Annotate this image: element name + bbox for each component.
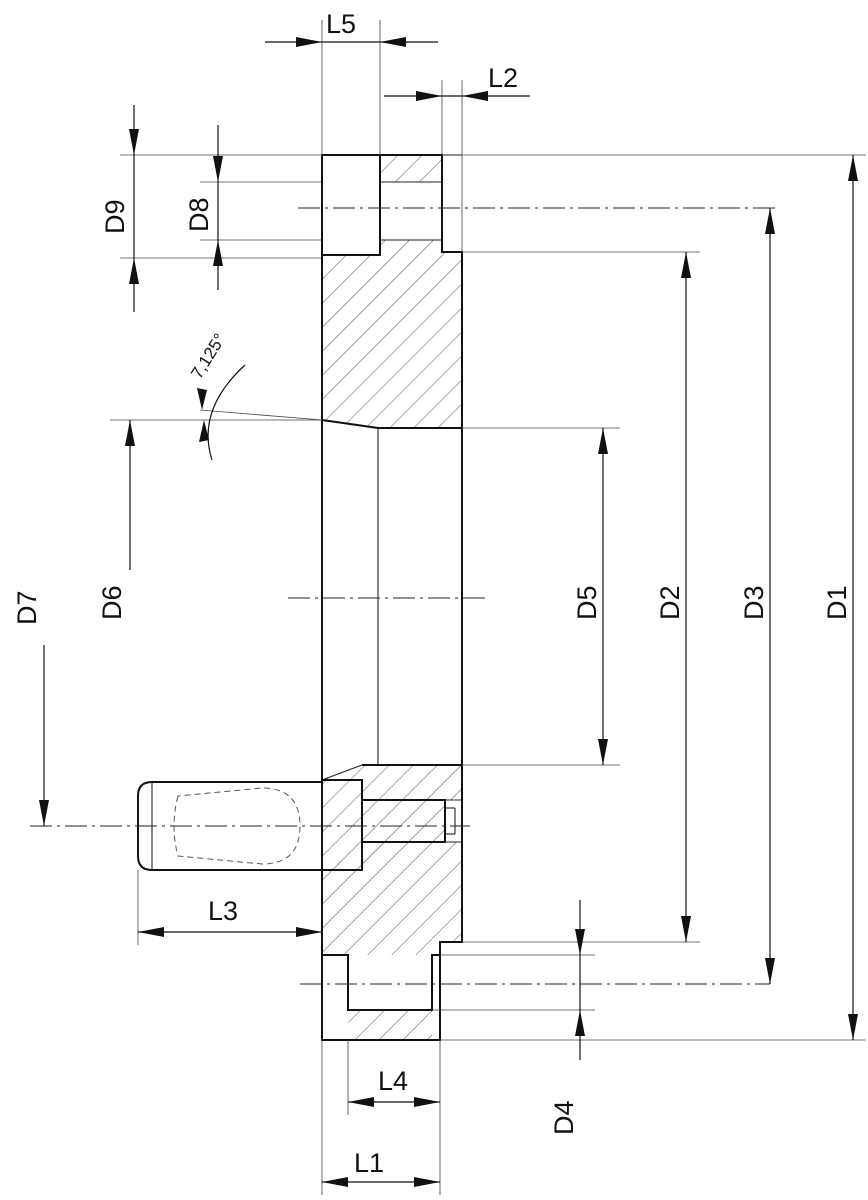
dim-D5-arrow-bottom	[598, 739, 608, 765]
lower-hole	[322, 954, 440, 1011]
label-D3: D3	[739, 585, 769, 620]
label-L4: L4	[378, 1066, 408, 1096]
label-L5: L5	[326, 9, 356, 39]
dim-D3-arrow-bottom	[765, 958, 775, 984]
label-D4: D4	[549, 1100, 579, 1135]
bore-top-edge	[321, 419, 379, 429]
dim-D6-arrow-top	[125, 420, 135, 446]
dim-L3-arrow-left	[138, 927, 164, 937]
bottom-hole-hatch	[348, 1010, 432, 1040]
label-L2: L2	[488, 63, 518, 93]
label-angle: 7,125°	[187, 330, 229, 382]
screw-head	[321, 779, 363, 871]
upper-body-hatch	[322, 240, 462, 428]
dim-L2-arrow-right	[462, 91, 488, 101]
angle-arrow-bottom	[199, 420, 209, 442]
label-L3: L3	[208, 896, 238, 926]
dim-L5-arrow-left	[296, 37, 322, 47]
pin-hidden-hole	[173, 787, 301, 865]
dim-D5-arrow-top	[598, 428, 608, 454]
dim-L5-arrow-right	[380, 37, 406, 47]
dim-D4-arrow-bottom	[575, 1010, 585, 1036]
labels: L5 L2 L3 L4 L1 D9 D8 D6 D7 D5 D2 D3 D1 D…	[12, 9, 852, 1178]
label-D8: D8	[184, 197, 214, 232]
dim-D3-arrow-top	[765, 208, 775, 234]
screw-shank	[362, 799, 446, 843]
center-lines	[30, 207, 780, 985]
dim-L4-arrow-right	[414, 1097, 440, 1107]
angle-arrow-top	[197, 388, 207, 410]
label-D2: D2	[655, 585, 685, 620]
label-D5: D5	[572, 585, 602, 620]
label-D7: D7	[12, 590, 42, 625]
dim-D2-arrow-bottom	[681, 916, 691, 942]
upper-flange-hatch	[380, 155, 442, 182]
ext-angle	[199, 409, 323, 421]
label-L1: L1	[354, 1148, 384, 1178]
dim-L2-arrow-left	[416, 91, 442, 101]
bore-chamfer	[321, 764, 363, 781]
dim-D2-arrow-top	[681, 252, 691, 278]
label-D6: D6	[97, 585, 127, 620]
dim-D4-arrow-top	[575, 929, 585, 955]
label-D1: D1	[822, 585, 852, 620]
dim-L4-arrow-left	[348, 1097, 374, 1107]
dim-D8-arrow-bottom	[213, 240, 223, 266]
dim-L1-arrow-right	[414, 1177, 440, 1187]
upper-counterbore	[321, 154, 381, 256]
dim-D8-arrow-top	[213, 156, 223, 182]
dim-D9-arrow-top	[129, 129, 139, 155]
dim-L1-arrow-left	[322, 1177, 348, 1187]
lower-body-hatch	[322, 765, 462, 865]
dim-D7-arrow-bottom	[39, 800, 49, 826]
dim-L3-arrow-right	[296, 927, 322, 937]
dimension-lines	[39, 37, 858, 1187]
dim-D1-arrow-bottom	[848, 1014, 858, 1040]
dim-D9-arrow-bottom	[129, 258, 139, 284]
label-D9: D9	[100, 199, 130, 234]
dim-D1-arrow-top	[848, 155, 858, 181]
angle-arc	[207, 364, 246, 461]
